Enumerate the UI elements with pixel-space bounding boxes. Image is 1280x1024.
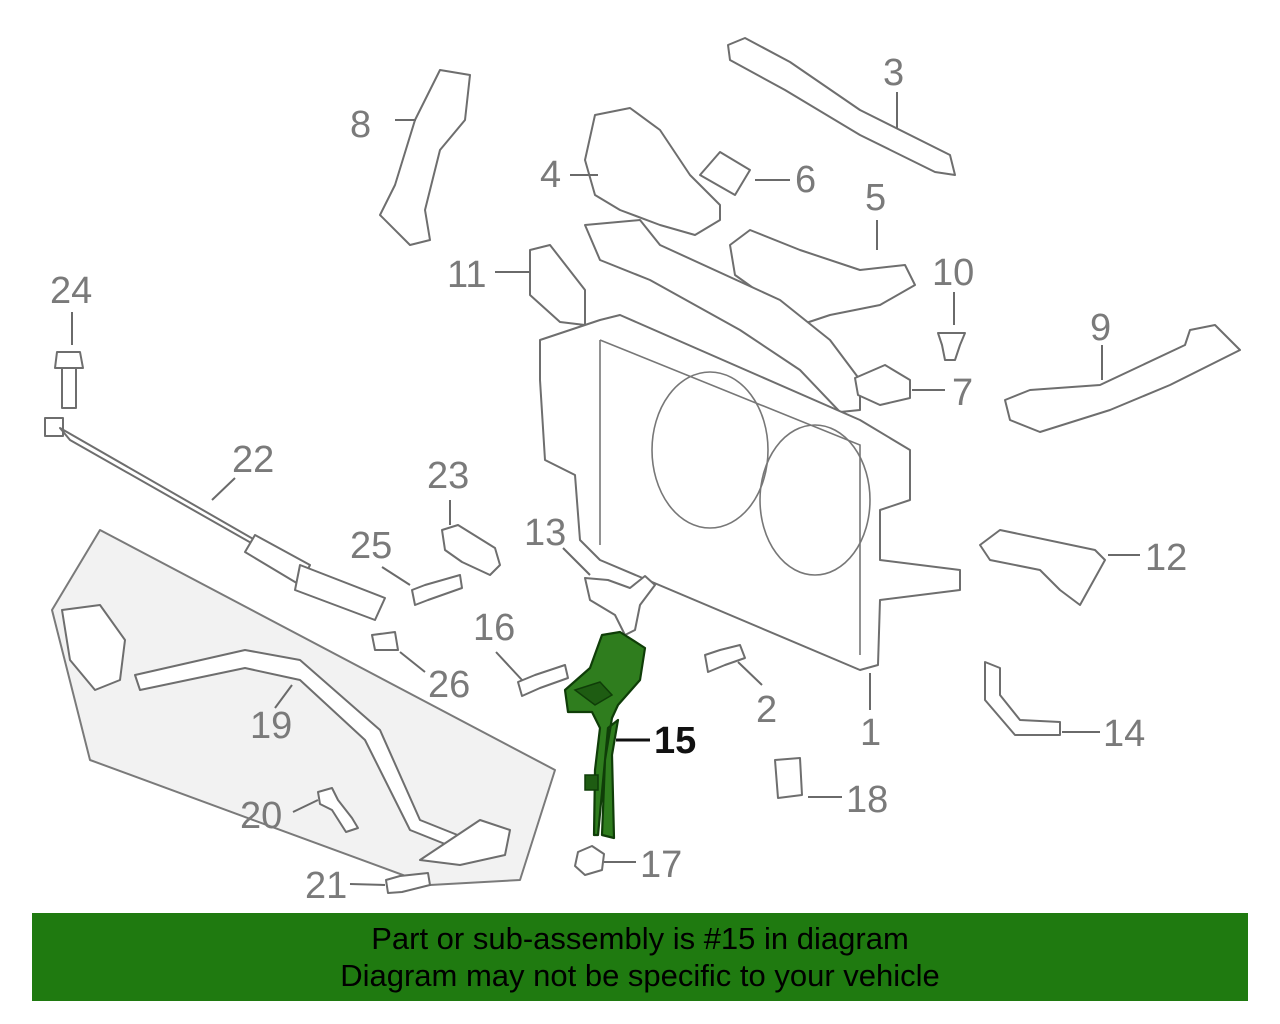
part-26-grommet xyxy=(371,631,399,651)
callout-6: 6 xyxy=(795,159,816,201)
callout-18: 18 xyxy=(846,779,888,821)
part-10-clip xyxy=(937,332,966,361)
callout-25: 25 xyxy=(350,525,392,567)
callout-2: 2 xyxy=(756,689,777,731)
part-9-side-member xyxy=(1004,324,1241,433)
part-15-highlighted-bracket xyxy=(563,630,647,840)
callout-23: 23 xyxy=(427,455,469,497)
callout-3: 3 xyxy=(883,52,904,94)
callout-16: 16 xyxy=(473,607,515,649)
part-19-lower-support xyxy=(61,604,511,866)
radiator-upper-beam xyxy=(584,219,861,413)
callout-8: 8 xyxy=(350,104,371,146)
part-2-bolt xyxy=(704,644,746,673)
callout-14: 14 xyxy=(1103,713,1145,755)
part-23-latch xyxy=(441,524,501,576)
part-3-upper-bar xyxy=(727,37,956,176)
part-13-bracket xyxy=(584,575,656,636)
callout-13: 13 xyxy=(524,512,566,554)
callout-5: 5 xyxy=(865,177,886,219)
callout-11: 11 xyxy=(447,254,486,296)
callout-26: 26 xyxy=(428,664,470,706)
part-1-radiator-support xyxy=(539,314,961,671)
callout-21: 21 xyxy=(305,865,347,907)
part-info-banner: Part or sub-assembly is #15 in diagram D… xyxy=(32,913,1248,1001)
callout-9: 9 xyxy=(1090,307,1111,349)
banner-line-2: Diagram may not be specific to your vehi… xyxy=(340,958,940,993)
part-21-bolt xyxy=(385,872,431,894)
callout-7: 7 xyxy=(952,372,973,414)
banner-line-1: Part or sub-assembly is #15 in diagram xyxy=(371,921,909,956)
part-11-block xyxy=(529,244,586,326)
callout-24: 24 xyxy=(50,270,92,312)
callout-12: 12 xyxy=(1145,537,1187,579)
callout-1: 1 xyxy=(860,712,881,754)
callout-labels: 3 8 4 6 5 11 10 24 9 7 22 23 13 25 12 16… xyxy=(50,52,1187,907)
part-17-nut xyxy=(574,845,605,876)
callout-4: 4 xyxy=(540,154,561,196)
callout-20: 20 xyxy=(240,795,282,837)
part-25-bolt xyxy=(411,574,463,606)
callout-10: 10 xyxy=(932,252,974,294)
part-16-bolt xyxy=(517,664,569,697)
part-7-bracket xyxy=(854,364,911,406)
part-18-sleeve xyxy=(774,757,803,799)
callout-22: 22 xyxy=(232,439,274,481)
part-8-left-member xyxy=(379,69,471,246)
leader-lines xyxy=(71,92,1140,886)
callout-15: 15 xyxy=(654,720,696,762)
part-20-bolt xyxy=(317,787,359,833)
part-14-rod xyxy=(984,661,1061,736)
callout-17: 17 xyxy=(640,844,682,886)
callout-19: 19 xyxy=(250,705,292,747)
part-22-hood-strut xyxy=(44,417,386,621)
part-24-bolt xyxy=(54,351,84,409)
part-6-plate xyxy=(699,151,751,196)
part-4-bracket xyxy=(584,107,721,236)
part-12-bracket xyxy=(979,529,1106,606)
